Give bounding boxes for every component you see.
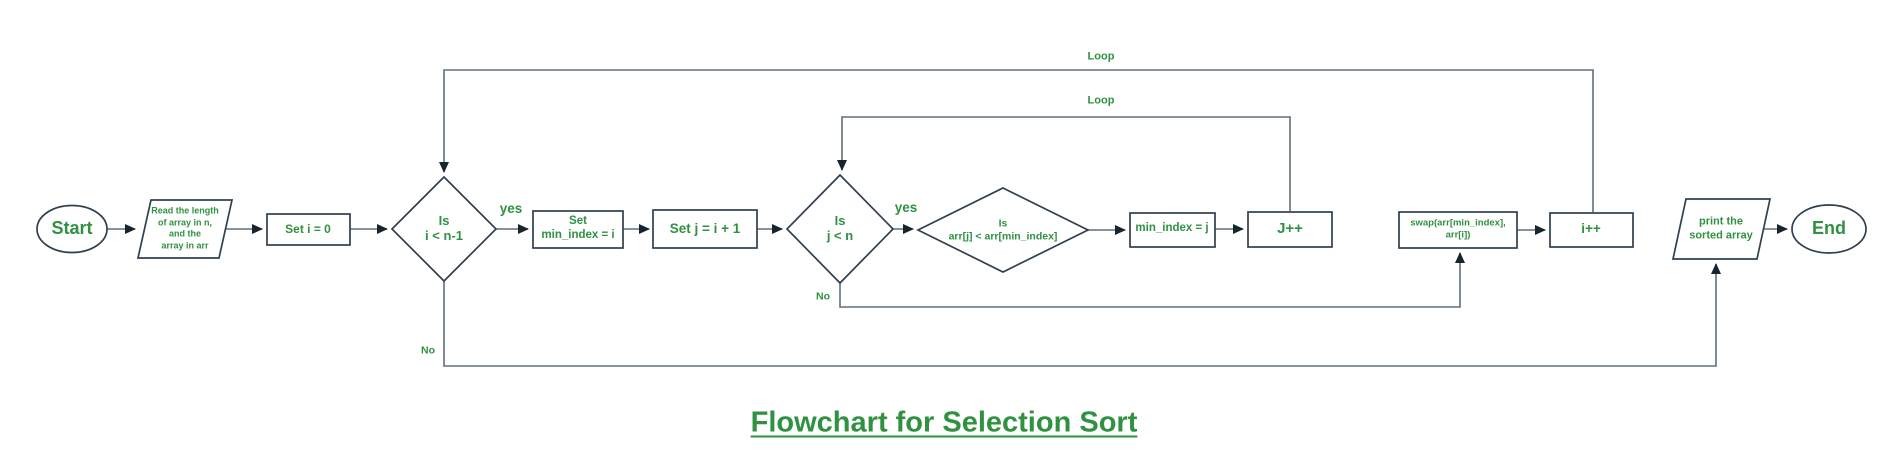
cond-compare-label: Is arr[j] < arr[min_index] bbox=[948, 217, 1058, 242]
set-i-process-shape bbox=[266, 213, 351, 246]
diagram-title: Flowchart for Selection Sort bbox=[750, 406, 1138, 439]
loop-outer-label: Loop bbox=[1087, 50, 1115, 63]
cond-j-decision-shape bbox=[785, 173, 895, 285]
end-terminator-shape bbox=[1791, 204, 1867, 254]
cond-i-label: Is i < n-1 bbox=[425, 213, 463, 243]
no-inner-label: No bbox=[816, 290, 830, 303]
loop-inner-label: Loop bbox=[1087, 94, 1115, 107]
end-label: End bbox=[1812, 218, 1846, 239]
read-input-parallelogram-shape bbox=[136, 199, 234, 259]
set-j-process-shape bbox=[652, 209, 758, 249]
print-output-parallelogram-shape bbox=[1671, 198, 1772, 260]
swap-process-shape bbox=[1398, 211, 1518, 249]
no-outer-label: No bbox=[421, 344, 435, 357]
cond-i-decision-shape bbox=[390, 175, 498, 283]
inc-j-label: J++ bbox=[1277, 220, 1303, 237]
start-label: Start bbox=[51, 218, 93, 239]
read-input-label: Read the length of array in n, and the a… bbox=[151, 205, 219, 251]
edge-loop-outer bbox=[439, 69, 1594, 212]
set-i-label: Set i = 0 bbox=[285, 221, 331, 236]
assign-min-index-process-shape bbox=[1129, 212, 1216, 248]
inc-j-process-shape bbox=[1247, 211, 1333, 248]
assign-min-index-label: min_index = j bbox=[1135, 222, 1209, 235]
swap-label: swap(arr[min_index], arr[i]) bbox=[1410, 217, 1506, 241]
print-output-label: print the sorted array bbox=[1689, 215, 1753, 241]
edge-condj-no-to-swap bbox=[839, 252, 1465, 308]
set-min-index-process-shape bbox=[532, 210, 624, 249]
inc-i-process-shape bbox=[1549, 212, 1634, 248]
edge-condi-no-to-print bbox=[443, 263, 1721, 367]
yes-outer-label: yes bbox=[499, 200, 523, 216]
inc-i-label: i++ bbox=[1581, 220, 1601, 236]
start-terminator-shape bbox=[36, 204, 108, 254]
cond-compare-decision-shape bbox=[916, 187, 1090, 273]
edge-loop-inner bbox=[837, 116, 1291, 211]
set-j-label: Set j = i + 1 bbox=[669, 220, 741, 236]
yes-inner-label: yes bbox=[894, 199, 918, 215]
set-min-index-label: Set min_index = i bbox=[541, 215, 615, 241]
cond-j-label: Is j < n bbox=[826, 213, 854, 243]
